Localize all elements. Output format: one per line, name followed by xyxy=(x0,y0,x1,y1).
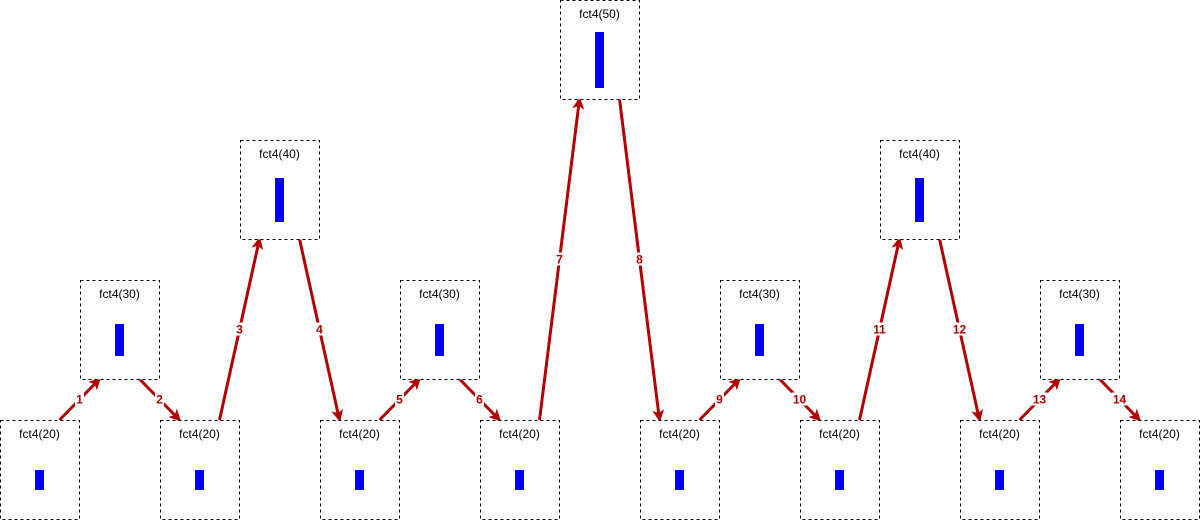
edge-label-bg xyxy=(395,392,404,406)
call-node-label: fct4(20) xyxy=(19,427,60,441)
call-node: fct4(20) xyxy=(1120,420,1200,520)
call-node: fct4(20) xyxy=(0,420,80,520)
edge-label: 11 xyxy=(873,323,886,337)
call-node: fct4(20) xyxy=(320,420,400,520)
call-node: fct4(20) xyxy=(960,420,1040,520)
edge-label: 9 xyxy=(716,393,723,407)
value-bar xyxy=(915,178,924,222)
edge-label: 3 xyxy=(236,323,243,337)
edge-label: 8 xyxy=(636,253,643,267)
value-bar xyxy=(1155,470,1164,490)
edge-label-bg xyxy=(871,322,888,336)
edge-label: 7 xyxy=(556,253,563,267)
value-bar xyxy=(115,324,124,356)
edge-label-bg xyxy=(1111,392,1128,406)
value-bar xyxy=(1075,324,1084,356)
edge-label-bg xyxy=(1031,392,1048,406)
call-node: fct4(40) xyxy=(240,140,320,240)
edge-label-bg xyxy=(75,392,84,406)
value-bar xyxy=(755,324,764,356)
edge-label-bg xyxy=(475,392,484,406)
edge-label-bg xyxy=(791,392,808,406)
value-bar xyxy=(835,470,844,490)
call-node-label: fct4(20) xyxy=(659,427,700,441)
call-node-label: fct4(20) xyxy=(339,427,380,441)
call-node: fct4(20) xyxy=(800,420,880,520)
call-node-label: fct4(30) xyxy=(99,287,140,301)
edge-label: 1 xyxy=(76,393,83,407)
edge-label: 4 xyxy=(316,323,323,337)
call-node-label: fct4(30) xyxy=(739,287,780,301)
call-node: fct4(30) xyxy=(1040,280,1120,380)
edges-layer xyxy=(58,97,1141,422)
call-node: fct4(50) xyxy=(560,0,640,100)
call-node-label: fct4(50) xyxy=(579,7,620,21)
call-node-label: fct4(20) xyxy=(1139,427,1180,441)
edge-label: 5 xyxy=(396,393,403,407)
value-bar xyxy=(595,32,604,88)
value-bar xyxy=(355,470,364,490)
edge-label: 12 xyxy=(953,323,967,337)
call-node-label: fct4(20) xyxy=(819,427,860,441)
call-node: fct4(20) xyxy=(640,420,720,520)
edge-label-bg xyxy=(635,252,644,266)
call-node: fct4(20) xyxy=(480,420,560,520)
edge-label: 10 xyxy=(793,393,807,407)
value-bar xyxy=(435,324,444,356)
call-node: fct4(30) xyxy=(80,280,160,380)
call-node-label: fct4(40) xyxy=(899,147,940,161)
edge-label-bg xyxy=(951,322,968,336)
edge-label-bg xyxy=(315,322,324,336)
call-node: fct4(20) xyxy=(160,420,240,520)
call-node-label: fct4(40) xyxy=(259,147,300,161)
call-node: fct4(30) xyxy=(400,280,480,380)
edge-label-bg xyxy=(155,392,164,406)
value-bar xyxy=(35,470,44,490)
value-bar xyxy=(275,178,284,222)
call-node: fct4(30) xyxy=(720,280,800,380)
edge-label-bg xyxy=(715,392,724,406)
call-node-label: fct4(30) xyxy=(419,287,460,301)
call-node-label: fct4(20) xyxy=(499,427,540,441)
edge-label: 6 xyxy=(476,393,483,407)
value-bar xyxy=(515,470,524,490)
call-node: fct4(40) xyxy=(880,140,960,240)
edge-label: 14 xyxy=(1113,393,1127,407)
call-node-label: fct4(20) xyxy=(179,427,220,441)
value-bar xyxy=(195,470,204,490)
edge-label: 13 xyxy=(1033,393,1047,407)
value-bar xyxy=(995,470,1004,490)
value-bar xyxy=(675,470,684,490)
edge-label-bg xyxy=(235,322,244,336)
edge-label-bg xyxy=(555,252,564,266)
call-node-label: fct4(20) xyxy=(979,427,1020,441)
call-node-label: fct4(30) xyxy=(1059,287,1100,301)
edge-label: 2 xyxy=(156,393,163,407)
